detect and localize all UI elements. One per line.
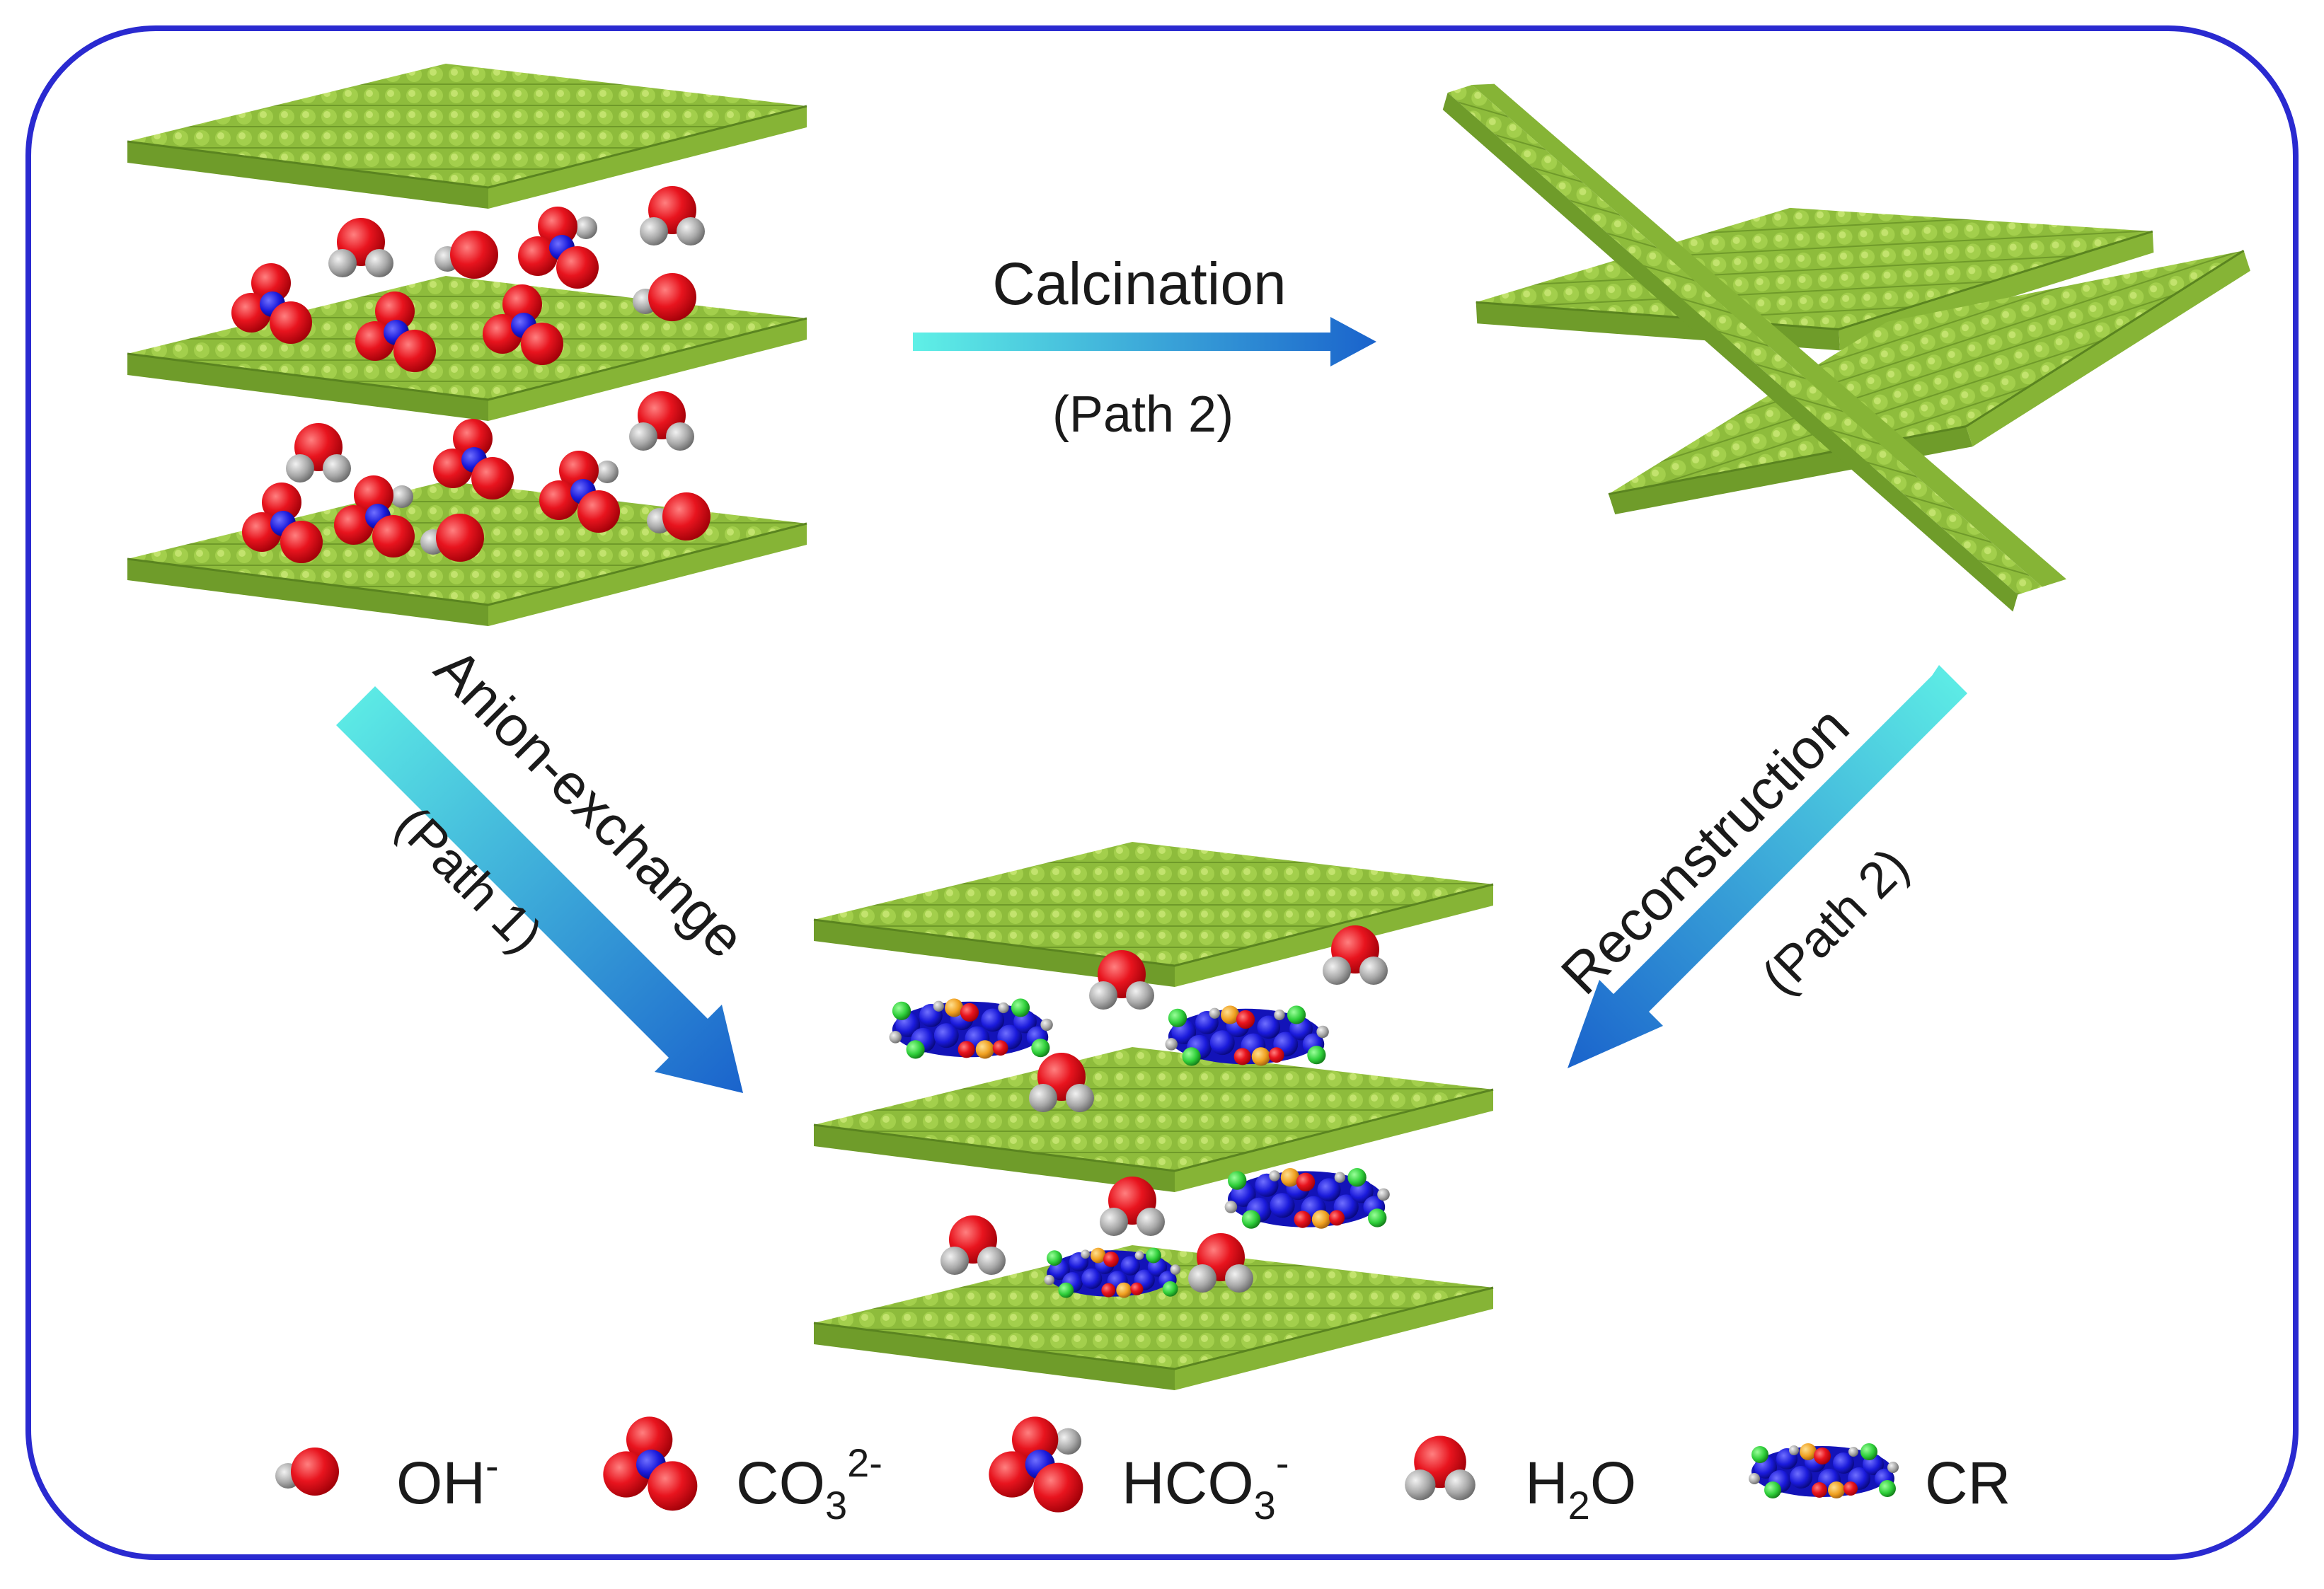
calcined-ldo-sheets (1442, 83, 2277, 612)
legend-cr-label: CR (1925, 1450, 2011, 1516)
legend-h2o: H2O (1405, 1435, 1636, 1527)
svg-text:OH-: OH- (396, 1443, 499, 1516)
ldh-precursor-stack (126, 62, 808, 628)
legend-oh: OH- (275, 1443, 499, 1516)
legend-co3: CO32- (603, 1416, 882, 1527)
calcination-arrow: Calcination (Path 2) (913, 250, 1376, 443)
legend: OH- CO32- HCO3- H2O CR (275, 1416, 2011, 1527)
anion-exchange-arrow: Anion-exchange (Path 1) (336, 636, 757, 1093)
calcination-path-label: (Path 2) (1052, 386, 1233, 443)
legend-oh-base: OH (396, 1450, 485, 1516)
frame-border (25, 25, 2299, 1560)
legend-cr: CR (1749, 1443, 2011, 1516)
calcination-label: Calcination (992, 250, 1287, 317)
svg-text:CO32-: CO32- (736, 1440, 882, 1527)
svg-text:HCO3-: HCO3- (1122, 1440, 1289, 1527)
ldh-cr-adsorbed-stack (812, 840, 1495, 1392)
legend-oh-sup: - (485, 1443, 499, 1488)
legend-hco3: HCO3- (989, 1416, 1289, 1527)
svg-text:H2O: H2O (1525, 1450, 1636, 1527)
